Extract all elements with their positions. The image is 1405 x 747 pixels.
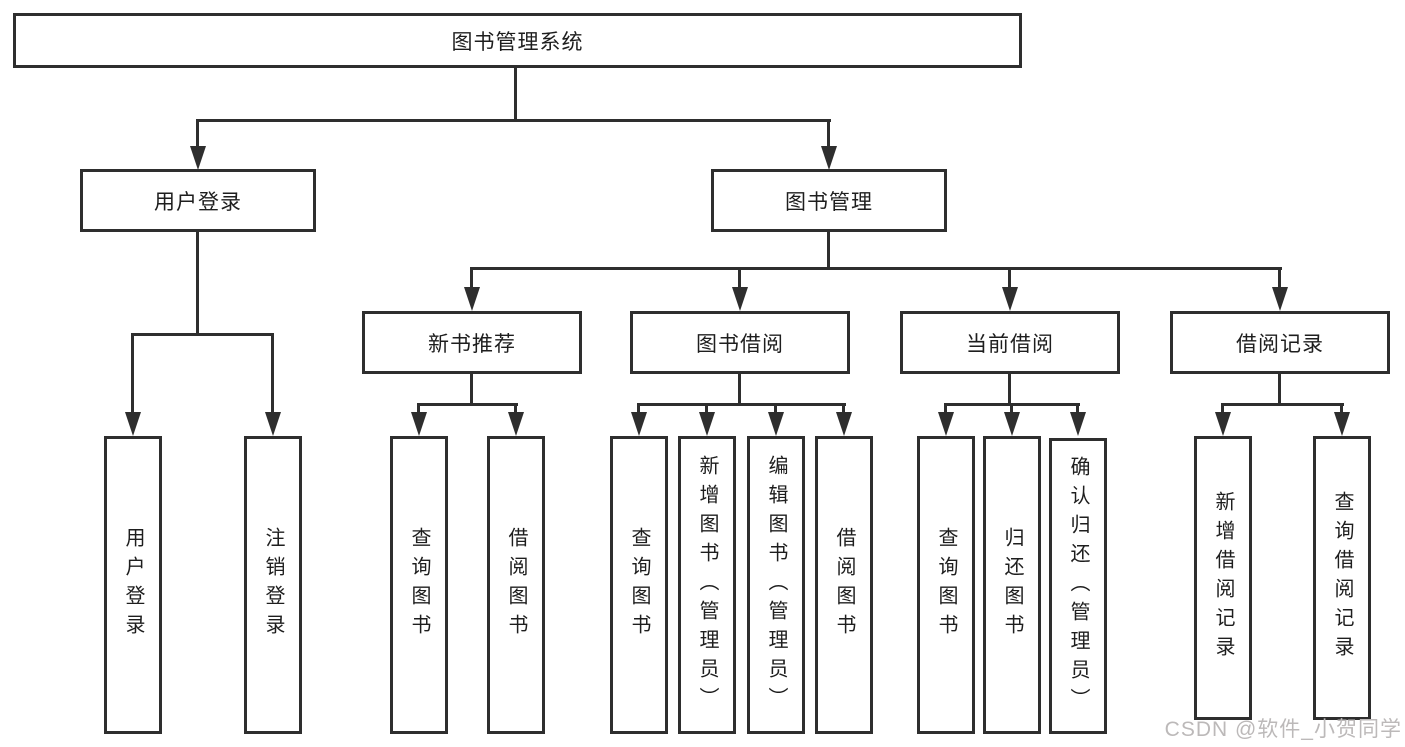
leaf-label: 归还图书 bbox=[1001, 527, 1023, 643]
leaf-label: 注销登录 bbox=[262, 527, 284, 643]
leaf-edit-books-admin: 编辑图书（管理员） bbox=[747, 436, 805, 734]
leaf-query-books: 查询图书 bbox=[917, 436, 975, 734]
connector-line bbox=[470, 267, 473, 289]
connector-branch bbox=[637, 403, 846, 406]
leaf-label: 确认归还（管理员） bbox=[1067, 455, 1089, 717]
arrow-down-icon bbox=[836, 412, 852, 436]
leaf-label: 新增图书（管理员） bbox=[696, 454, 718, 716]
connector-stem bbox=[738, 374, 741, 405]
leaf-return-books: 归还图书 bbox=[983, 436, 1041, 734]
leaf-add-borrowing-record: 新增借阅记录 bbox=[1194, 436, 1252, 720]
node-label: 用户登录 bbox=[154, 190, 242, 214]
arrow-down-icon bbox=[1002, 287, 1018, 311]
arrow-down-icon bbox=[411, 412, 427, 436]
arrow-down-icon bbox=[464, 287, 480, 311]
node-borrowing-records: 借阅记录 bbox=[1170, 311, 1390, 374]
leaf-user-login: 用户登录 bbox=[104, 436, 162, 734]
leaf-borrow-books: 借阅图书 bbox=[815, 436, 873, 734]
leaf-label: 借阅图书 bbox=[505, 527, 527, 643]
connector-book-management-stem bbox=[827, 232, 830, 269]
leaf-confirm-return-admin: 确认归还（管理员） bbox=[1049, 438, 1107, 734]
connector-root-stem bbox=[514, 68, 517, 121]
leaf-label: 查询借阅记录 bbox=[1331, 491, 1353, 665]
node-user-login: 用户登录 bbox=[80, 169, 316, 232]
connector-line bbox=[1008, 267, 1011, 289]
connector-line bbox=[1010, 403, 1013, 415]
arrow-down-icon bbox=[821, 146, 837, 170]
arrow-down-icon bbox=[1272, 287, 1288, 311]
leaf-label: 查询图书 bbox=[935, 527, 957, 643]
node-label: 新书推荐 bbox=[428, 332, 516, 356]
connector-line bbox=[131, 333, 134, 413]
arrow-down-icon bbox=[1004, 412, 1020, 436]
connector-line bbox=[514, 403, 517, 415]
node-label: 当前借阅 bbox=[966, 332, 1054, 356]
leaf-add-books-admin: 新增图书（管理员） bbox=[678, 436, 736, 734]
leaf-label: 查询图书 bbox=[408, 527, 430, 643]
connector-line bbox=[637, 403, 640, 415]
connector-line bbox=[944, 403, 947, 415]
connector-line bbox=[1221, 403, 1224, 415]
connector-line bbox=[827, 119, 830, 147]
connector-line bbox=[1340, 403, 1343, 415]
leaf-label: 借阅图书 bbox=[833, 527, 855, 643]
leaf-label: 查询图书 bbox=[628, 527, 650, 643]
arrow-down-icon bbox=[768, 412, 784, 436]
node-label: 借阅记录 bbox=[1236, 332, 1324, 356]
connector-line bbox=[1278, 267, 1281, 289]
node-library-management-system: 图书管理系统 bbox=[13, 13, 1022, 68]
node-label: 图书管理系统 bbox=[451, 30, 584, 54]
connector-branch bbox=[1221, 403, 1344, 406]
connector-line bbox=[842, 403, 845, 415]
leaf-label: 编辑图书（管理员） bbox=[765, 454, 787, 716]
node-label: 图书借阅 bbox=[696, 332, 784, 356]
connector-line bbox=[1076, 403, 1079, 415]
arrow-down-icon bbox=[1334, 412, 1350, 436]
connector-stem bbox=[470, 374, 473, 405]
connector-book-management-branch bbox=[471, 267, 1282, 270]
arrow-down-icon bbox=[508, 412, 524, 436]
leaf-query-books: 查询图书 bbox=[390, 436, 448, 734]
connector-root-branch bbox=[197, 119, 831, 122]
node-book-management: 图书管理 bbox=[711, 169, 947, 232]
leaf-query-books: 查询图书 bbox=[610, 436, 668, 734]
connector-line bbox=[774, 403, 777, 415]
leaf-borrow-books: 借阅图书 bbox=[487, 436, 545, 734]
connector-branch bbox=[418, 403, 518, 406]
leaf-label: 用户登录 bbox=[122, 527, 144, 643]
node-current-borrowing: 当前借阅 bbox=[900, 311, 1120, 374]
arrow-down-icon bbox=[1070, 412, 1086, 436]
leaf-logout: 注销登录 bbox=[244, 436, 302, 734]
leaf-label: 新增借阅记录 bbox=[1212, 491, 1234, 665]
arrow-down-icon bbox=[732, 287, 748, 311]
arrow-down-icon bbox=[190, 146, 206, 170]
csdn-watermark: CSDN @软件_小贺同学 bbox=[1164, 718, 1402, 741]
connector-user-login-stem bbox=[196, 232, 199, 335]
arrow-down-icon bbox=[631, 412, 647, 436]
arrow-down-icon bbox=[938, 412, 954, 436]
node-book-borrowing: 图书借阅 bbox=[630, 311, 850, 374]
connector-line bbox=[738, 267, 741, 289]
connector-user-login-branch bbox=[132, 333, 274, 336]
connector-line bbox=[271, 333, 274, 413]
connector-stem bbox=[1278, 374, 1281, 405]
arrow-down-icon bbox=[265, 412, 281, 436]
connector-line bbox=[417, 403, 420, 415]
connector-stem bbox=[1008, 374, 1011, 405]
node-label: 图书管理 bbox=[785, 190, 873, 214]
connector-line bbox=[196, 119, 199, 147]
node-new-book-recommendation: 新书推荐 bbox=[362, 311, 582, 374]
arrow-down-icon bbox=[1215, 412, 1231, 436]
leaf-query-borrowing-record: 查询借阅记录 bbox=[1313, 436, 1371, 720]
arrow-down-icon bbox=[699, 412, 715, 436]
arrow-down-icon bbox=[125, 412, 141, 436]
connector-line bbox=[705, 403, 708, 415]
